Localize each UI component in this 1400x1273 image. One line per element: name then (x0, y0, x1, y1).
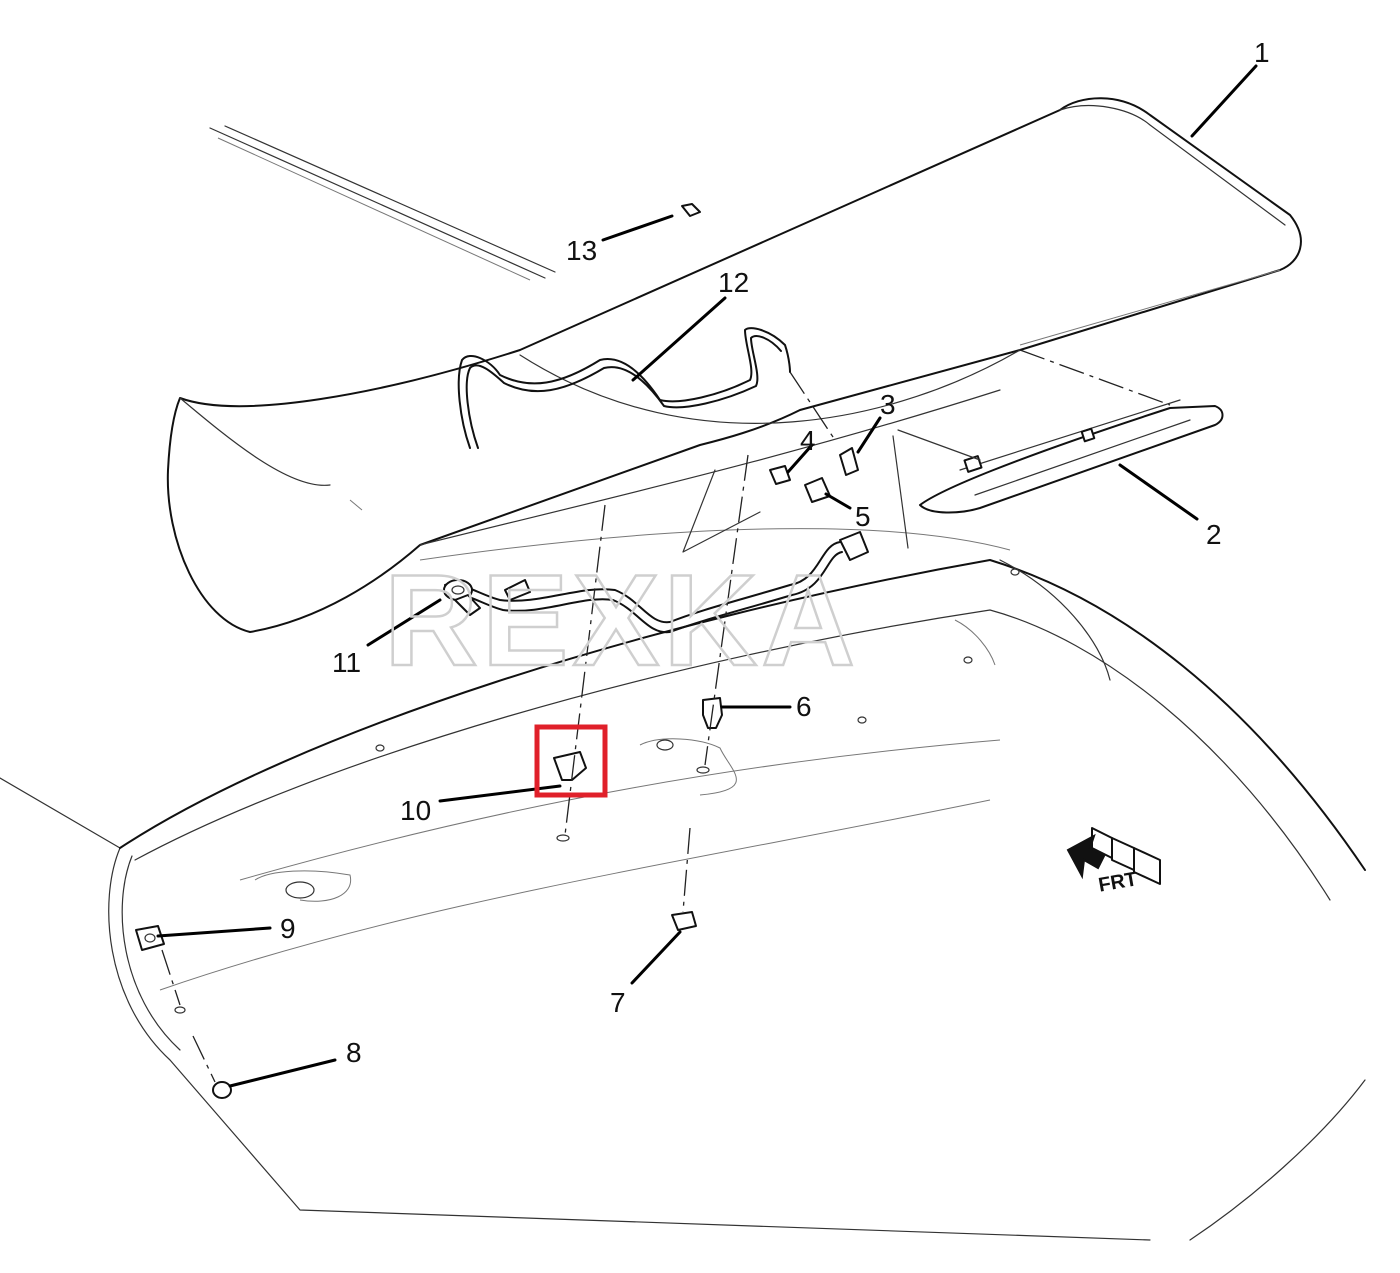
direction-label: FRT (1097, 868, 1139, 896)
callout-1: 1 (1254, 37, 1270, 68)
front-arrow-icon (1066, 833, 1106, 880)
callout-5: 5 (855, 501, 871, 532)
callout-7: 7 (610, 987, 626, 1018)
rear-spoiler (166, 97, 1302, 633)
callout-4: 4 (800, 425, 816, 456)
callout-8: 8 (346, 1037, 362, 1068)
callout-12: 12 (718, 267, 749, 298)
trunk-lid (0, 528, 1366, 1241)
roof-lines (209, 125, 556, 281)
stop-lamp (919, 399, 1224, 514)
leader-lines (156, 64, 1258, 1088)
callout-13: 13 (566, 235, 597, 266)
wiring-harness-lower (443, 531, 869, 634)
callout-9: 9 (280, 913, 296, 944)
callout-3: 3 (880, 389, 896, 420)
watermark-text: REXKA (384, 547, 859, 693)
front-direction-indicator: FRT (1066, 827, 1161, 897)
wiring-harness-upper (457, 327, 791, 449)
callout-6: 6 (796, 691, 812, 722)
callout-11: 11 (332, 647, 361, 678)
callout-10: 10 (400, 795, 431, 826)
assembly-lines (161, 349, 1171, 1083)
callout-2: 2 (1206, 519, 1222, 550)
highlight-box (534, 724, 608, 798)
